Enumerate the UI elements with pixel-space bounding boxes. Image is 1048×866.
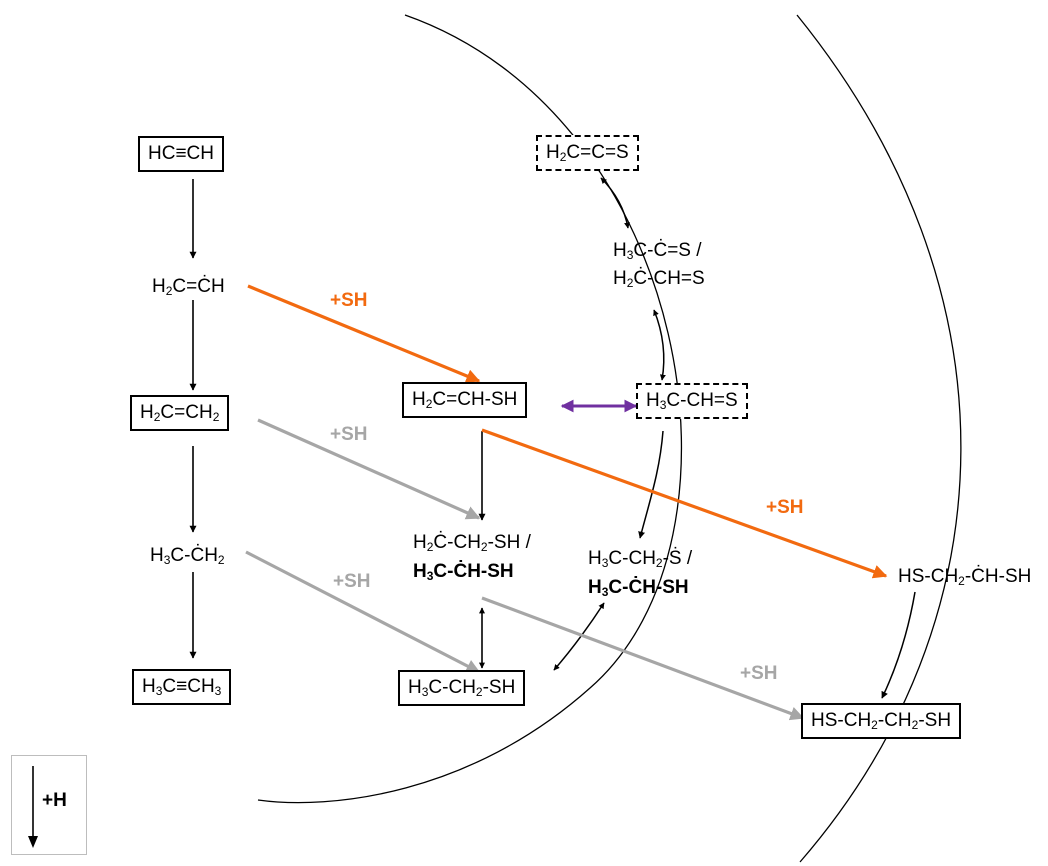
gray-sh-label-1: +SH: [330, 424, 368, 445]
gray-sh-arrow-radical-to-ethanedithiol: [481, 596, 805, 721]
vinyl-thiol-node: H2C=CH-SH: [402, 382, 528, 418]
arrow-thioketyl-thioacetaldehyde: [653, 309, 666, 381]
ethyl-radical-node: H3C-ĊH2: [150, 545, 225, 567]
orange-sh-arrow-vinyl-to-vinylthiol: [247, 284, 481, 383]
ethanethiol-node: H3C-CH2-SH: [398, 670, 526, 706]
gray-sh-arrow-ethyl-to-ethanethiol: [245, 550, 481, 674]
legend-label: +H: [42, 790, 67, 811]
gray-sh-label-2: +SH: [333, 571, 371, 592]
thioketene-node: H2C=C=S: [536, 135, 639, 171]
legend-box: +H: [11, 755, 87, 855]
ethylene-node: H2C=CH2: [130, 395, 230, 431]
orange-sh-label-1: +SH: [330, 290, 368, 311]
arrow-dithiolradical-to-ethanedithiol: [881, 591, 916, 699]
thiyl-radical-a: H3C-CH2-Ṡ /: [588, 548, 693, 570]
orange-sh-label-2: +SH: [766, 497, 804, 518]
thiyl-radical-b: H3C-ĊH-SH: [588, 577, 689, 599]
arrow-thioacetaldehyde-to-thiyl: [638, 430, 664, 539]
ethanedithiol-node: HS-CH2-CH2-SH: [801, 703, 962, 739]
gray-sh-label-3: +SH: [740, 663, 778, 684]
dithiol-radical-node: HS-CH2-ĊH-SH: [898, 566, 1032, 588]
acetylene-formula: HC≡CH: [148, 143, 214, 164]
acetylene-node: HC≡CH: [138, 136, 224, 172]
outer-region-arc: [796, 14, 962, 863]
gray-sh-arrow-ethylene-to-radical: [257, 418, 481, 520]
thioketyl-radical-b: H2Ċ-CH=S: [613, 268, 705, 290]
ethane-node: H3C≡CH3: [132, 669, 232, 705]
orange-sh-arrow-vinylthiol-to-dithiolradical: [481, 428, 888, 579]
arrow-thiyl-ethanethiol-equilibrium: [553, 602, 605, 671]
thioketyl-radical-a: H3C-Ċ=S /: [613, 240, 702, 262]
thiol-radical-a: H2Ċ-CH2-SH /: [413, 532, 531, 554]
thiol-radical-b: H3C-ĊH-SH: [413, 561, 514, 583]
down-arrow-icon: [28, 766, 38, 848]
thioacetaldehyde-node: H3C-CH=S: [636, 383, 748, 419]
arrow-thioketene-thioketyl: [600, 177, 631, 229]
vinyl-radical-node: H2C=ĊH: [152, 276, 225, 298]
